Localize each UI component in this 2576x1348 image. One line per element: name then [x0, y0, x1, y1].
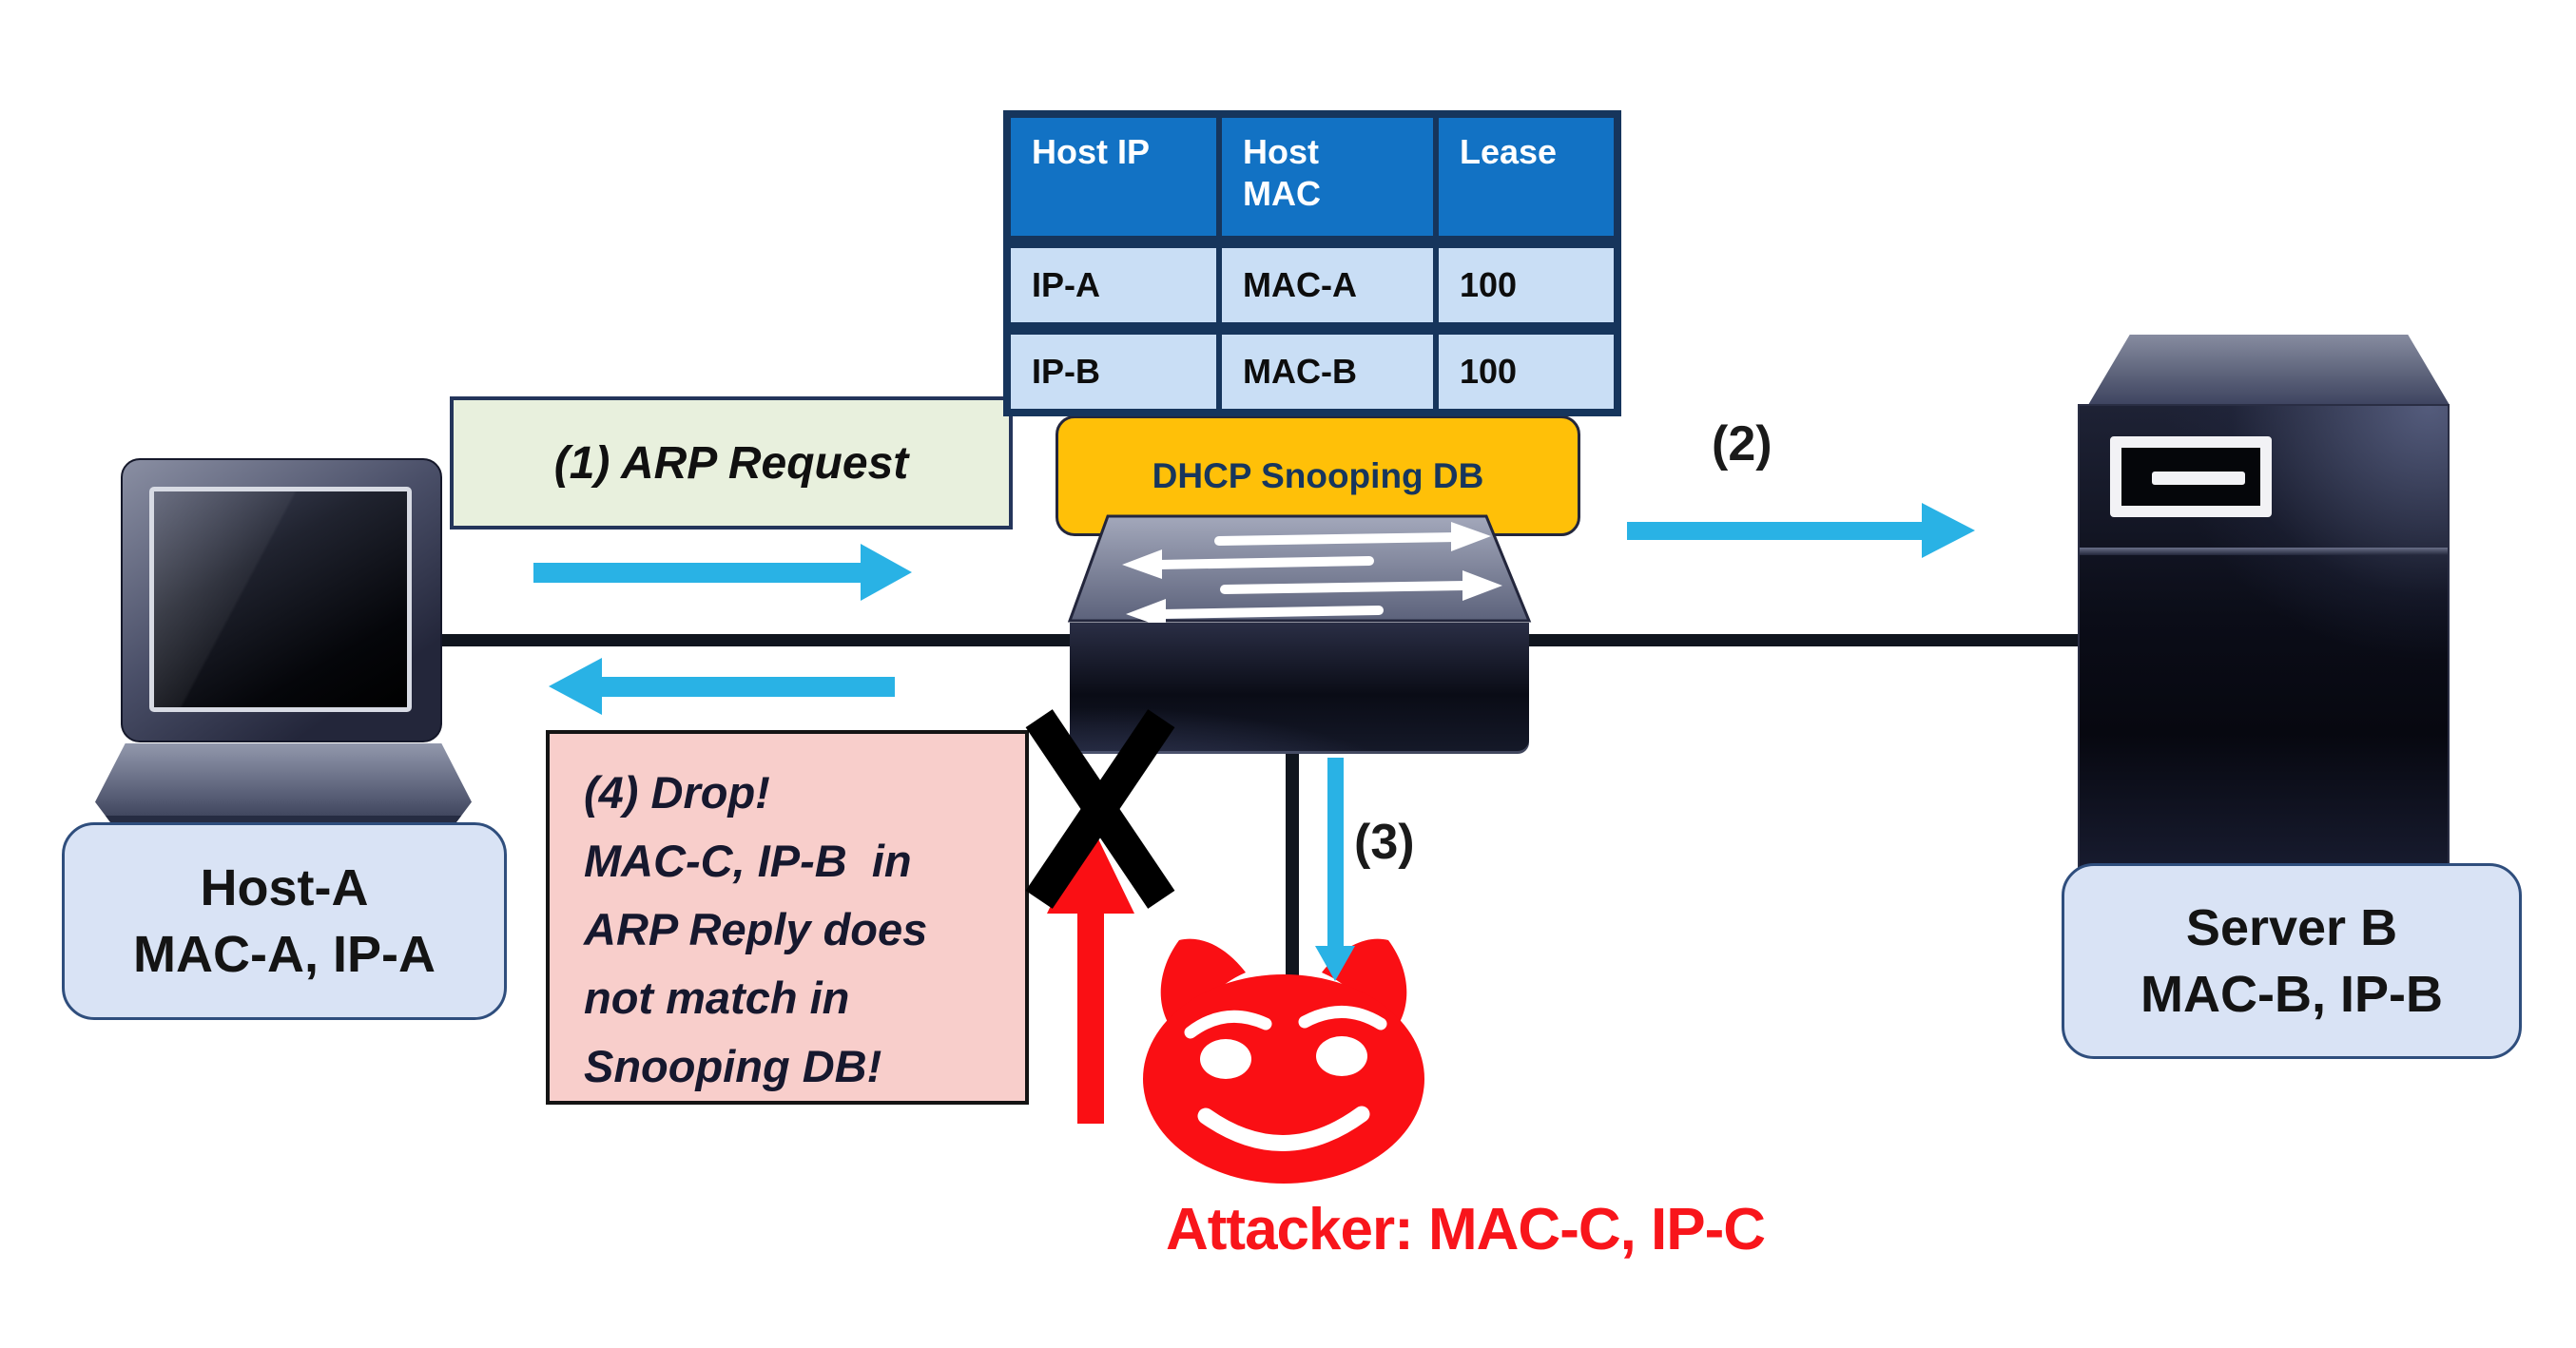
attacker-devil-icon [1143, 938, 1424, 1184]
host-a-label: Host-A MAC-A, IP-A [62, 822, 507, 1020]
drop-note-line: not match in [584, 972, 850, 1023]
table-cell-mac-b: MAC-B [1222, 335, 1433, 409]
server-icon [2078, 404, 2450, 876]
arp-request-text: (1) ARP Request [553, 437, 909, 489]
server-top-face [2088, 335, 2450, 405]
arp-request-note: (1) ARP Request [450, 396, 1013, 530]
table-header-lease: Lease [1439, 118, 1614, 236]
drop-note: (4) Drop! MAC-C, IP-B in ARP Reply does … [546, 730, 1029, 1105]
drop-x-icon [1024, 709, 1176, 909]
switch-icon [1067, 514, 1532, 626]
laptop-screen [149, 487, 412, 712]
attacker-caption: Attacker: MAC-C, IP-C [1166, 1197, 1766, 1262]
attacker-link-line [1286, 754, 1299, 982]
arrow-reply-left-head [549, 658, 602, 715]
laptop-keyboard-base [95, 743, 472, 827]
arrow-step2-right-head [1922, 503, 1975, 558]
server-b-addresses: MAC-B, IP-B [2140, 966, 2443, 1023]
arrow-step2-shaft [1627, 522, 1922, 540]
host-a-addresses: MAC-A, IP-A [133, 926, 436, 983]
table-cell-mac-a: MAC-A [1222, 248, 1433, 322]
server-b-name: Server B [2185, 899, 2398, 956]
server-b-label: Server B MAC-B, IP-B [2062, 863, 2522, 1059]
server-chassis-seam [2080, 548, 2448, 555]
step2-label: (2) [1712, 416, 1772, 472]
dhcp-snooping-db-text: DHCP Snooping DB [1152, 455, 1484, 495]
arrow-step1-right-head [861, 544, 912, 601]
server-drive-slot [2110, 436, 2272, 517]
table-cell-ip-a: IP-A [1011, 248, 1216, 322]
laptop-icon [121, 458, 442, 742]
table-header-host-ip: Host IP [1011, 118, 1216, 236]
host-a-name: Host-A [200, 859, 369, 916]
drop-note-line: ARP Reply does [584, 904, 928, 954]
drop-note-line: (4) Drop! [584, 767, 770, 818]
arrow-step3-down-head [1315, 946, 1355, 981]
dhcp-snooping-binding-table: Host IP Host MAC Lease IP-A MAC-A 100 IP… [1003, 110, 1621, 416]
spoof-arrow-shaft [1077, 911, 1104, 1124]
drop-note-line: MAC-C, IP-B in [584, 836, 912, 886]
step3-label: (3) [1354, 815, 1415, 870]
table-cell-ip-b: IP-B [1011, 335, 1216, 409]
table-header-host-mac: Host MAC [1222, 118, 1433, 236]
server-drive-dash [2152, 472, 2245, 485]
drop-note-line: Snooping DB! [584, 1041, 882, 1091]
arrow-step3-shaft [1327, 758, 1344, 948]
arrow-step1-shaft [533, 563, 861, 583]
table-cell-lease-b: 100 [1439, 335, 1614, 409]
arrow-reply-shaft [602, 677, 895, 697]
table-cell-lease-a: 100 [1439, 248, 1614, 322]
